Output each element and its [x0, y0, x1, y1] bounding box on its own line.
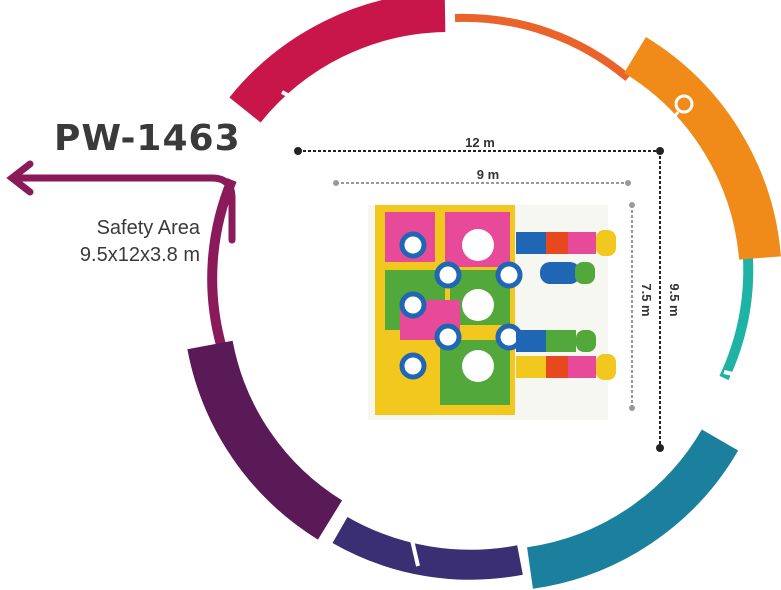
- ring-segment-thin-teal: [719, 257, 754, 381]
- ring-segment-orange: [623, 37, 781, 260]
- playground-illustration: [368, 205, 616, 420]
- dim-outer-depth: 9.5 m: [667, 283, 682, 316]
- ring-segment-red: [229, 0, 446, 123]
- safety-area-caption: Safety Area 9.5x12x3.8 m: [20, 215, 200, 269]
- ring-segment-indigo: [332, 516, 523, 580]
- dim-inner-width: 9 m: [477, 167, 499, 182]
- dim-inner-depth: 7.5 m: [639, 283, 654, 316]
- ring-segment-thin-magenta: [207, 178, 237, 347]
- safety-area-dims: 9.5x12x3.8 m: [79, 244, 200, 266]
- dim-outer-width: 12 m: [465, 135, 495, 150]
- arrow-left-icon: [6, 160, 236, 244]
- dimension-lines: [294, 147, 664, 452]
- ring-segment-blue: [526, 429, 739, 589]
- safety-area-label: Safety Area: [96, 217, 200, 239]
- ring-segment-purple: [187, 340, 343, 540]
- ring-segment-thin-orange: [454, 13, 631, 82]
- product-code: PW-1463: [54, 118, 241, 159]
- color-ring: [187, 0, 781, 589]
- search-icon[interactable]: [670, 94, 694, 121]
